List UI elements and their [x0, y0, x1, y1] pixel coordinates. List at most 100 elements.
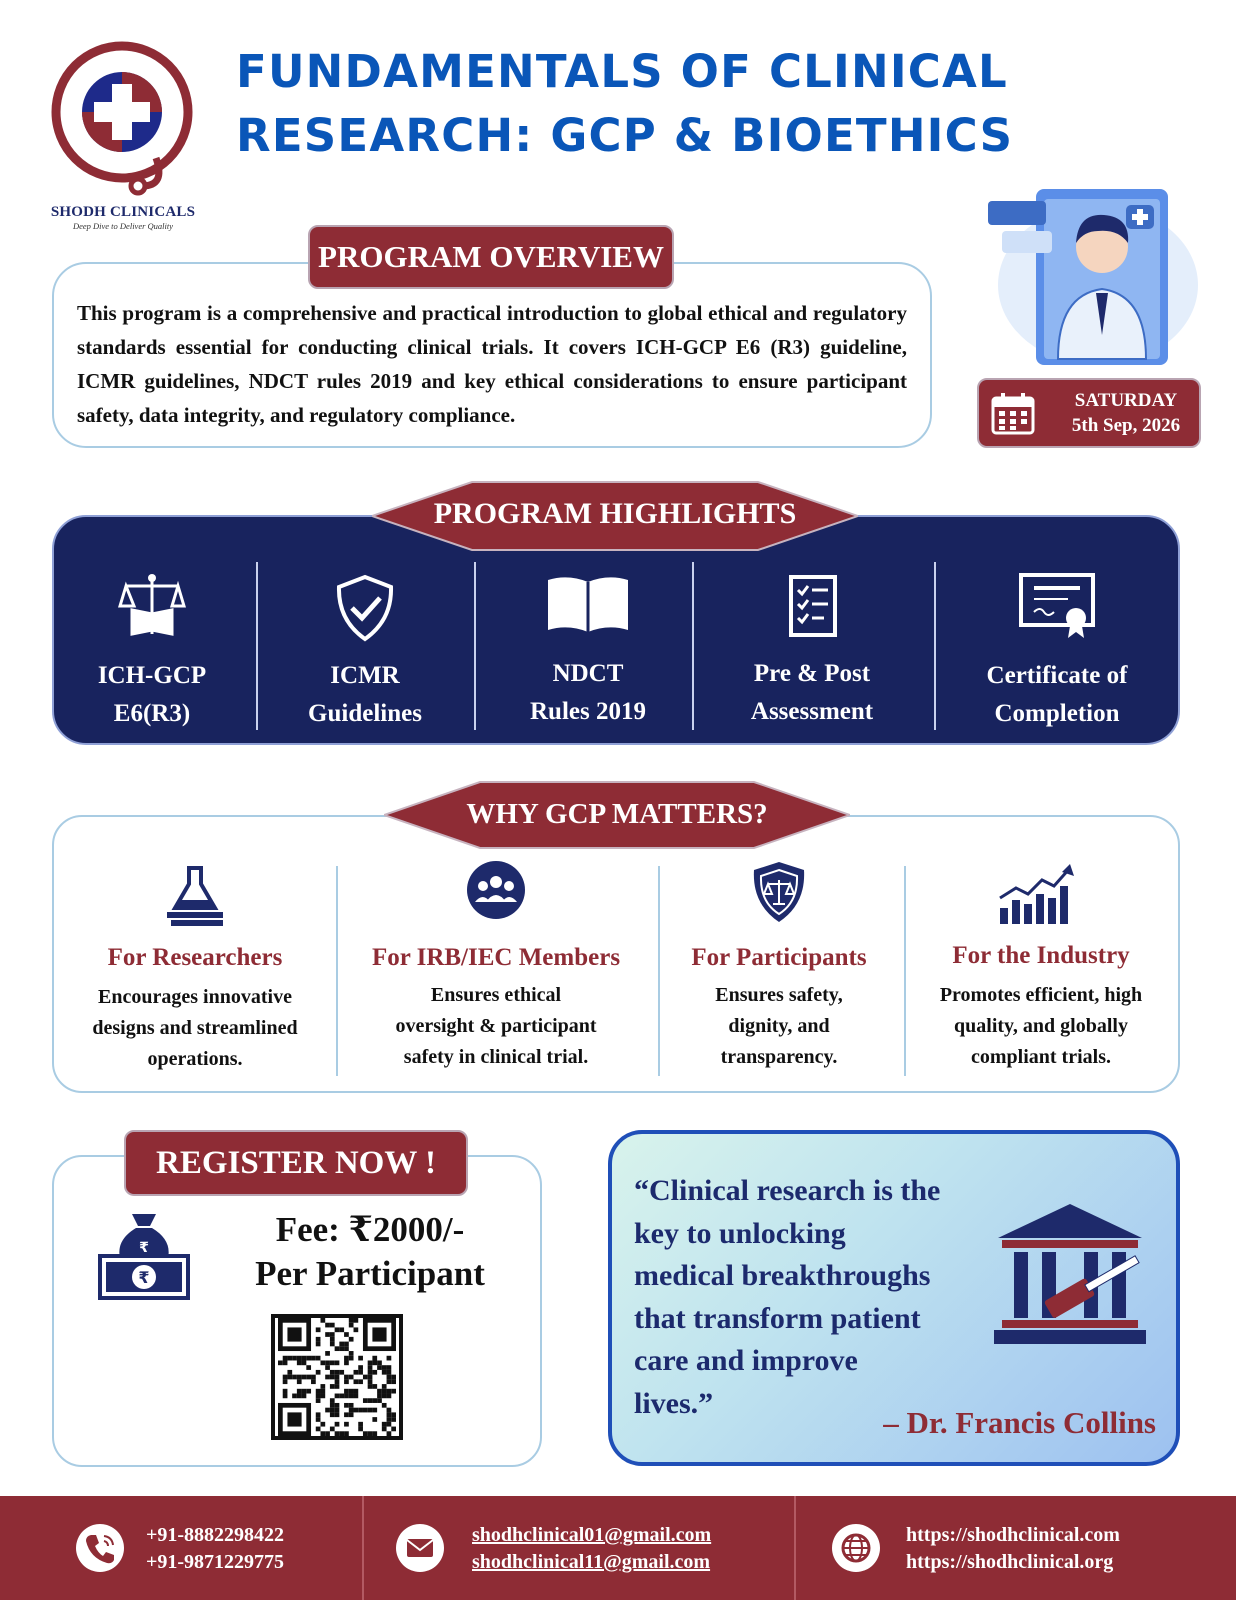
footer-websites: https://shodhclinical.com https://shodhc…: [906, 1522, 1120, 1576]
money-illustration: ₹ ₹: [98, 1210, 190, 1307]
register-button[interactable]: REGISTER NOW !: [124, 1130, 468, 1196]
highlight-divider: [256, 562, 258, 730]
highlight-label-5b: Completion: [994, 700, 1120, 727]
overview-heading: PROGRAM OVERVIEW: [308, 225, 674, 289]
svg-text:₹: ₹: [138, 1268, 149, 1287]
qr-code-icon: [278, 1318, 396, 1436]
phone-number-2[interactable]: +91-9871229775: [146, 1551, 285, 1573]
highlights-heading: PROGRAM HIGHLIGHTS: [433, 497, 797, 530]
why-title-4: For the Industry: [952, 942, 1130, 969]
highlight-ndct: NDCT Rules 2019: [488, 560, 688, 730]
highlight-divider: [934, 562, 936, 730]
group-icon: [467, 861, 525, 919]
highlights-heading-banner: PROGRAM HIGHLIGHTS: [372, 480, 858, 552]
why-divider: [658, 866, 660, 1076]
highlight-ich-gcp: ICH-GCP E6(R3): [62, 560, 242, 730]
globe-icon: [832, 1524, 880, 1572]
brand-name: SHODH CLINICALS: [50, 204, 196, 220]
why-desc-3: Ensures safety, dignity, and transparenc…: [672, 980, 886, 1073]
why-heading-banner: WHY GCP MATTERS?: [384, 780, 850, 850]
courthouse-gavel-icon: [994, 1204, 1146, 1344]
flask-books-icon: [167, 866, 223, 926]
highlight-icmr: ICMR Guidelines: [270, 560, 460, 730]
why-desc-3-line: transparency.: [720, 1046, 838, 1068]
highlights-panel: [52, 515, 1180, 745]
why-gcp-panel: [52, 815, 1180, 1093]
website-link-1[interactable]: https://shodhclinical.com: [906, 1524, 1120, 1546]
why-desc-4-line: quality, and globally: [954, 1015, 1128, 1037]
why-title-2: For IRB/IEC Members: [371, 944, 621, 971]
highlight-label-2b: Guidelines: [308, 700, 422, 727]
growth-chart-icon: [999, 864, 1074, 924]
highlight-label-1b: E6(R3): [113, 700, 191, 727]
why-heading: WHY GCP MATTERS?: [466, 798, 768, 830]
svg-text:₹: ₹: [139, 1240, 149, 1256]
checklist-icon: [789, 575, 837, 637]
footer-bar: [0, 1496, 1236, 1600]
footer-divider: [794, 1496, 796, 1600]
page-title: FUNDAMENTALS OF CLINICAL RESEARCH: GCP &…: [236, 40, 1136, 168]
highlight-label-2a: ICMR: [330, 662, 400, 689]
why-title-3: For Participants: [691, 944, 867, 971]
scales-book-icon: [118, 574, 186, 636]
why-desc-2-line: Ensures ethical: [430, 984, 562, 1006]
highlight-label-4a: Pre & Post: [753, 660, 871, 687]
why-desc-4-line: Promotes efficient, high: [939, 984, 1143, 1006]
event-date-badge: SATURDAY 5th Sep, 2026: [977, 378, 1201, 448]
fee-amount: Fee: ₹2000/-: [275, 1210, 465, 1249]
open-book-icon: [548, 577, 628, 632]
highlight-divider: [474, 562, 476, 730]
money-bag-rupee-icon: ₹ ₹: [98, 1214, 190, 1300]
why-desc-3-line: dignity, and: [728, 1015, 830, 1037]
why-desc-3-line: Ensures safety,: [715, 984, 843, 1006]
fee-text: Fee: ₹2000/- Per Participant: [220, 1208, 520, 1296]
title-line-1: FUNDAMENTALS OF CLINICAL: [236, 45, 1008, 98]
mail-icon: [396, 1524, 444, 1572]
highlight-label-3a: NDCT: [552, 660, 624, 687]
quote-line: “Clinical research is the: [634, 1174, 941, 1207]
highlight-label-5a: Certificate of: [986, 662, 1128, 689]
quote-author: – Dr. Francis Collins: [883, 1405, 1156, 1440]
calendar-icon: [991, 393, 1035, 435]
brand-tagline: Deep Dive to Deliver Quality: [72, 221, 174, 231]
why-divider: [336, 866, 338, 1076]
brand-logo: SHODH CLINICALS Deep Dive to Deliver Qua…: [38, 36, 208, 236]
why-desc-4-line: compliant trials.: [971, 1046, 1111, 1068]
quote-line: lives.”: [634, 1386, 714, 1420]
doctor-phone-icon: [988, 189, 1198, 365]
shield-scales-icon: [753, 862, 805, 922]
why-desc-1: Encourages innovative designs and stream…: [74, 982, 316, 1075]
email-link-1[interactable]: shodhclinical01@gmail.com: [472, 1524, 712, 1546]
overview-panel: [52, 262, 932, 448]
doctor-illustration: [988, 185, 1208, 375]
email-link-2[interactable]: shodhclinical11@gmail.com: [472, 1551, 711, 1573]
highlight-label-4b: Assessment: [750, 698, 874, 725]
highlight-assessment: Pre & Post Assessment: [706, 560, 918, 730]
phone-number-1[interactable]: +91-8882298422: [146, 1524, 285, 1546]
courthouse-illustration: [990, 1202, 1150, 1367]
why-desc-2-line: oversight & participant: [395, 1015, 597, 1037]
why-desc-2-line: safety in clinical trial.: [403, 1046, 589, 1068]
quote-line: care and improve: [634, 1344, 858, 1377]
footer-phones: +91-8882298422 +91-9871229775: [146, 1522, 284, 1576]
stethoscope-cross-icon: [51, 41, 193, 196]
why-desc-1-line: operations.: [147, 1048, 243, 1070]
footer-divider: [362, 1496, 364, 1600]
phone-icon: [76, 1524, 124, 1572]
website-link-2[interactable]: https://shodhclinical.org: [906, 1551, 1114, 1573]
footer-emails: shodhclinical01@gmail.com shodhclinical1…: [472, 1522, 711, 1576]
why-title-1: For Researchers: [107, 944, 283, 971]
event-date: 5th Sep, 2026: [1071, 415, 1181, 436]
overview-body: This program is a comprehensive and prac…: [77, 301, 907, 427]
highlight-label-3b: Rules 2019: [530, 698, 646, 725]
certificate-icon: [1019, 573, 1095, 638]
why-desc-2: Ensures ethical oversight & participant …: [346, 980, 646, 1073]
highlight-label-1a: ICH-GCP: [97, 662, 207, 689]
shield-check-icon: [336, 574, 394, 642]
highlight-divider: [692, 562, 694, 730]
quote-line: medical breakthroughs: [634, 1259, 931, 1292]
why-desc-1-line: Encourages innovative: [98, 986, 292, 1008]
qr-code[interactable]: [271, 1314, 403, 1440]
why-desc-4: Promotes efficient, high quality, and gl…: [914, 980, 1168, 1073]
quote-text: “Clinical research is the key to unlocki…: [634, 1170, 994, 1425]
